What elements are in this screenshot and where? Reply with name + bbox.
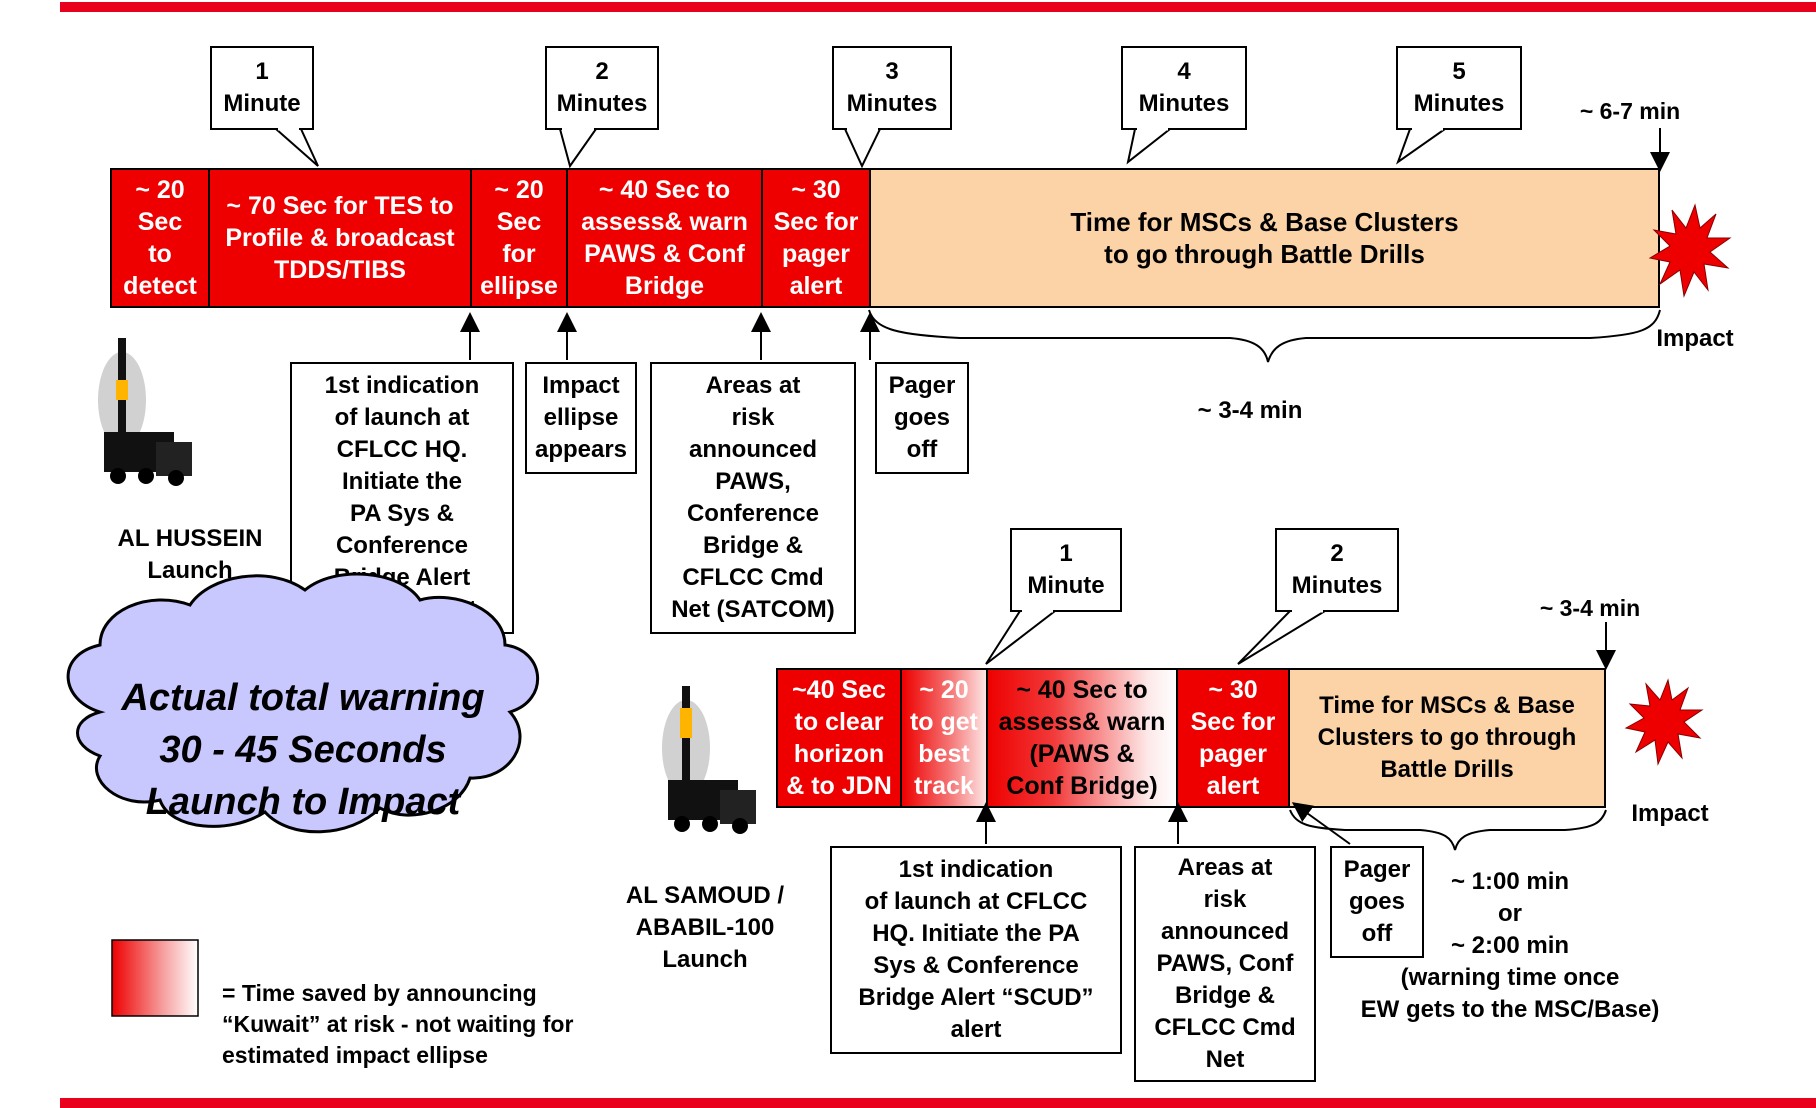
note-pager-goes-off-bottom: Pager goes off <box>1330 846 1424 958</box>
brace-label-bottom: ~ 1:00 min or ~ 2:00 min (warning time o… <box>1360 868 1660 1023</box>
segment-clear-horizon: ~40 Sec to clear horizon & to JDN <box>776 668 902 808</box>
callout-5-minutes: 5 Minutes <box>1396 46 1522 130</box>
missile-launcher-icon <box>98 338 192 486</box>
launch-label-al-hussein: AL HUSSEIN Launch <box>117 525 263 584</box>
end-time-label-bottom: ~ 3-4 min <box>1539 595 1641 621</box>
brace-top <box>868 309 1661 363</box>
callout-2-minutes-bottom: 2 Minutes <box>1275 528 1399 612</box>
pointer-3-minutes <box>843 128 882 169</box>
callout-3-minutes: 3 Minutes <box>832 46 952 130</box>
callout-1-minute-bottom: 1 Minute <box>1010 528 1122 612</box>
impact-burst-icon <box>1648 203 1732 298</box>
callout-pointers <box>273 128 1449 665</box>
segment-assess-warn-bottom: ~ 40 Sec to assess& warn (PAWS & Conf Br… <box>986 668 1178 808</box>
legend-text: = Time saved by announcing “Kuwait” at r… <box>222 980 574 1068</box>
top-rule <box>60 2 1816 12</box>
segment-pager-alert: ~ 30 Sec for pager alert <box>761 168 871 308</box>
pointer-5-minutes <box>1395 128 1449 165</box>
launch-label-al-samoud: AL SAMOUD / ABABIL-100 Launch <box>625 882 785 973</box>
impact-burst-icon <box>1624 678 1704 766</box>
note-areas-at-risk-bottom: Areas at risk announced PAWS, Conf Bridg… <box>1134 846 1316 1082</box>
segment-assess-warn: ~ 40 Sec to assess& warn PAWS & Conf Bri… <box>566 168 763 308</box>
callout-2-minutes: 2 Minutes <box>545 46 659 130</box>
pointer-2-minutes <box>558 128 598 169</box>
pointer-4-minutes <box>1126 128 1173 165</box>
cloud-text-line: Launch to Impact <box>146 781 462 823</box>
segment-tes-profile: ~ 70 Sec for TES to Profile & broadcast … <box>208 168 472 308</box>
note-first-indication-bottom: 1st indication of launch at CFLCC HQ. In… <box>830 846 1122 1054</box>
note-areas-at-risk: Areas at risk announced PAWS, Conference… <box>650 362 856 634</box>
impact-label-bottom: Impact <box>1631 800 1709 827</box>
cloud-text-line: Actual total warning <box>120 677 484 719</box>
impact-label: Impact <box>1656 325 1734 352</box>
segment-detect: ~ 20 Sec to detect <box>110 168 210 308</box>
callout-4-minutes: 4 Minutes <box>1121 46 1247 130</box>
note-pager-goes-off: Pager goes off <box>875 362 969 474</box>
pointer-joins <box>278 127 1443 613</box>
callout-1-minute: 1 Minute <box>210 46 314 130</box>
missile-launcher-icon <box>662 686 756 834</box>
note-impact-ellipse: Impact ellipse appears <box>525 362 637 474</box>
cloud-shape <box>66 572 539 834</box>
pointer-2-minutes-bottom <box>1237 610 1329 665</box>
legend-swatch <box>111 939 199 1017</box>
brace-label: ~ 3-4 min <box>1197 397 1303 424</box>
segment-ellipse: ~ 20 Sec for ellipse <box>470 168 568 308</box>
pointer-1-minute <box>273 128 319 167</box>
cloud-text-line: 30 - 45 Seconds <box>159 729 446 771</box>
segment-battle-drills-bottom: Time for MSCs & Base Clusters to go thro… <box>1288 668 1606 808</box>
segment-battle-drills: Time for MSCs & Base Clusters to go thro… <box>869 168 1660 308</box>
note-arrows <box>460 128 1670 845</box>
pointer-1-minute-bottom <box>985 610 1058 665</box>
end-time-label: ~ 6-7 min <box>1579 98 1681 124</box>
brace-bottom <box>1289 809 1607 851</box>
bottom-rule <box>60 1098 1816 1108</box>
